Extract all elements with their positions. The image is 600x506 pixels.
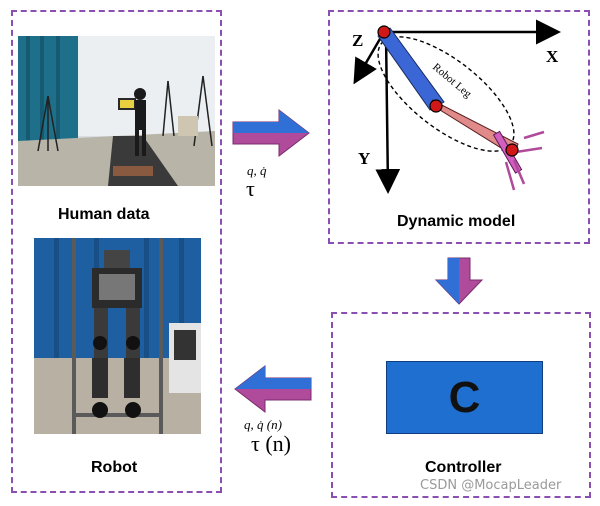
ankle-joint [505,143,519,157]
arrow-right-to-dynamic [232,108,310,158]
controller-label: Controller [425,459,502,476]
arrow-left-to-robot [234,364,312,414]
bottom-torque-signal: τ (n) [251,431,291,456]
arrow-down-to-controller [434,257,484,305]
dynamic-model-diagram: Z X Y Robot Leg [352,19,561,194]
exoskeleton-robot-image [34,238,201,434]
human-robot-panel [11,10,222,493]
bottom-state-signal: q, q̇ (n) [244,417,282,432]
human-data-photo [18,36,215,186]
human-data-label: Human data [58,206,150,223]
knee-joint [429,99,443,113]
y-axis-line [375,33,401,194]
controller-box: C [386,361,543,434]
controller-letter: C [448,372,481,422]
robot-photo [34,238,201,434]
z-axis-line [353,31,386,85]
robot-label: Robot [91,459,138,476]
watermark: CSDN @MocapLeader [420,478,562,493]
motion-capture-room-image [18,36,215,186]
axis-z-label: Z [352,31,363,50]
axis-x-label: X [546,47,559,66]
top-state-signal: q, q̇ [247,163,267,178]
top-torque-signal: τ [246,176,255,201]
dynamic-model-label: Dynamic model [397,213,516,230]
hip-joint [377,25,391,39]
dynamic-model-panel [328,10,590,244]
controller-panel [331,312,591,498]
axis-y-label: Y [358,149,370,168]
